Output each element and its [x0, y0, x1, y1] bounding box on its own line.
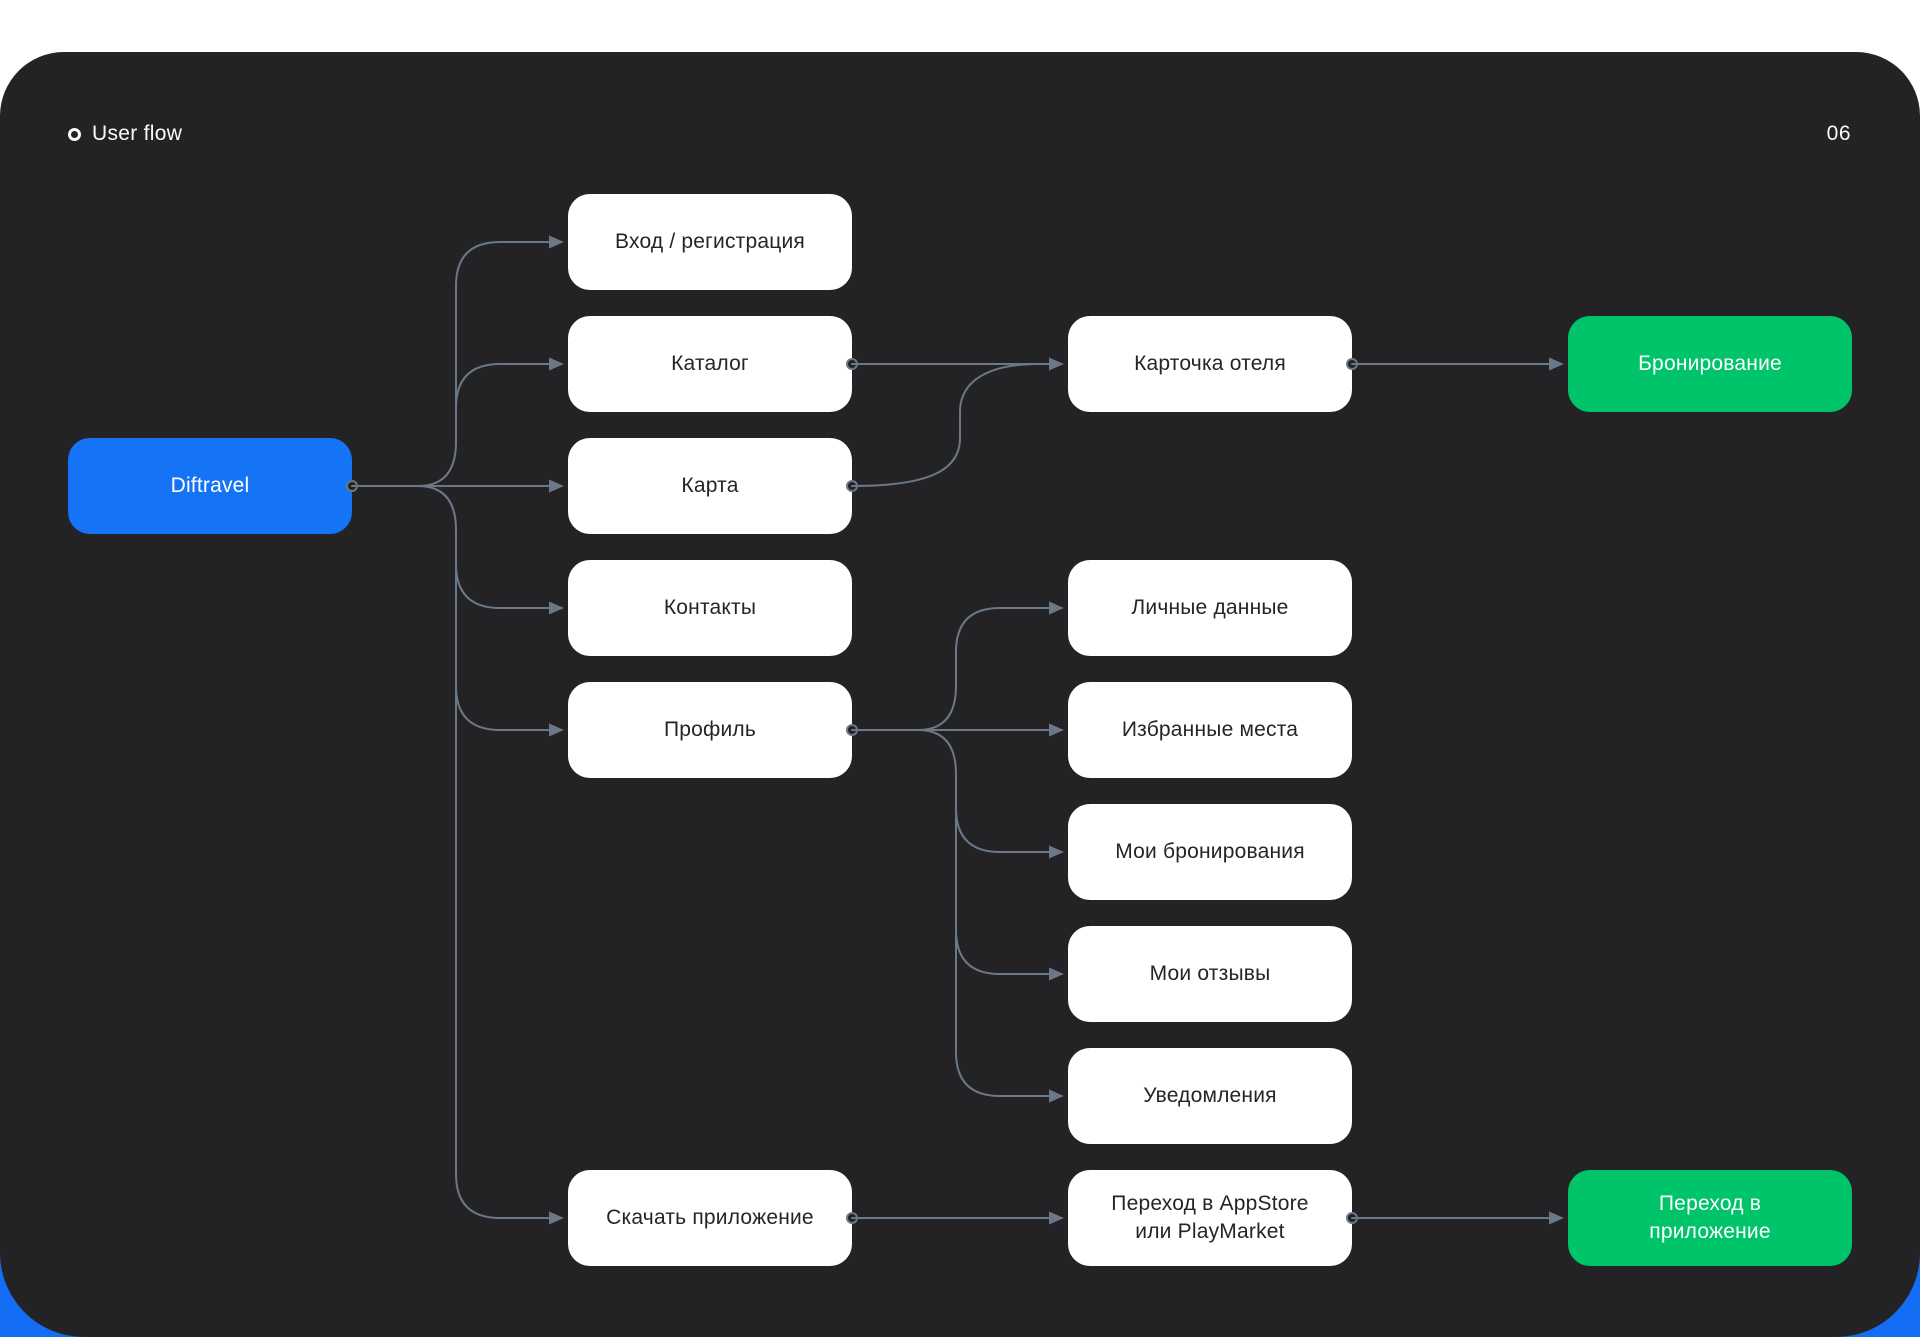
- flow-node-label: Бронирование: [1638, 351, 1782, 375]
- bullet-icon: [68, 127, 81, 141]
- flow-node-diftravel: Diftravel: [68, 438, 352, 534]
- flow-node-appstore: Переход в AppStore или PlayMarket: [1068, 1170, 1352, 1266]
- flow-node-label: Карточка отеля: [1134, 351, 1286, 375]
- flow-node-label: Переход в AppStore или PlayMarket: [1111, 1191, 1309, 1243]
- flow-node-catalog: Каталог: [568, 316, 852, 412]
- flow-node-label: Избранные места: [1121, 717, 1299, 741]
- flow-node-label: Мои отзывы: [1149, 961, 1271, 985]
- flow-node-map: Карта: [568, 438, 852, 534]
- flow-node-profile: Профиль: [568, 682, 852, 778]
- flow-node-mybookings: Мои бронирования: [1068, 804, 1352, 900]
- flow-node-label: Профиль: [663, 717, 757, 741]
- flow-node-favorites: Избранные места: [1068, 682, 1352, 778]
- page-number: 06: [1826, 122, 1851, 145]
- slide-header: User flow: [68, 122, 182, 146]
- flow-node-appgo: Переход в приложение: [1568, 1170, 1852, 1266]
- flow-node-label: Вход / регистрация: [615, 229, 805, 253]
- flow-node-download: Скачать приложение: [568, 1170, 852, 1266]
- flow-node-myreviews: Мои отзывы: [1068, 926, 1352, 1022]
- flow-node-label: Карта: [681, 473, 739, 497]
- flow-node-hotelcard: Карточка отеля: [1068, 316, 1352, 412]
- flow-node-label: Diftravel: [170, 473, 250, 497]
- flow-node-label: Переход в приложение: [1649, 1191, 1771, 1243]
- flow-node-booking: Бронирование: [1568, 316, 1852, 412]
- flow-node-label: Скачать приложение: [606, 1205, 814, 1229]
- user-flow-label: User flow: [92, 122, 183, 145]
- flow-node-personal: Личные данные: [1068, 560, 1352, 656]
- flow-node-label: Уведомления: [1143, 1083, 1277, 1107]
- flow-node-label: Личные данные: [1131, 595, 1289, 619]
- flow-node-login: Вход / регистрация: [568, 194, 852, 290]
- flow-node-label: Мои бронирования: [1115, 839, 1305, 863]
- flow-node-contacts: Контакты: [568, 560, 852, 656]
- flow-node-notifications: Уведомления: [1068, 1048, 1352, 1144]
- flow-node-label: Каталог: [671, 351, 749, 375]
- flow-node-label: Контакты: [663, 595, 757, 619]
